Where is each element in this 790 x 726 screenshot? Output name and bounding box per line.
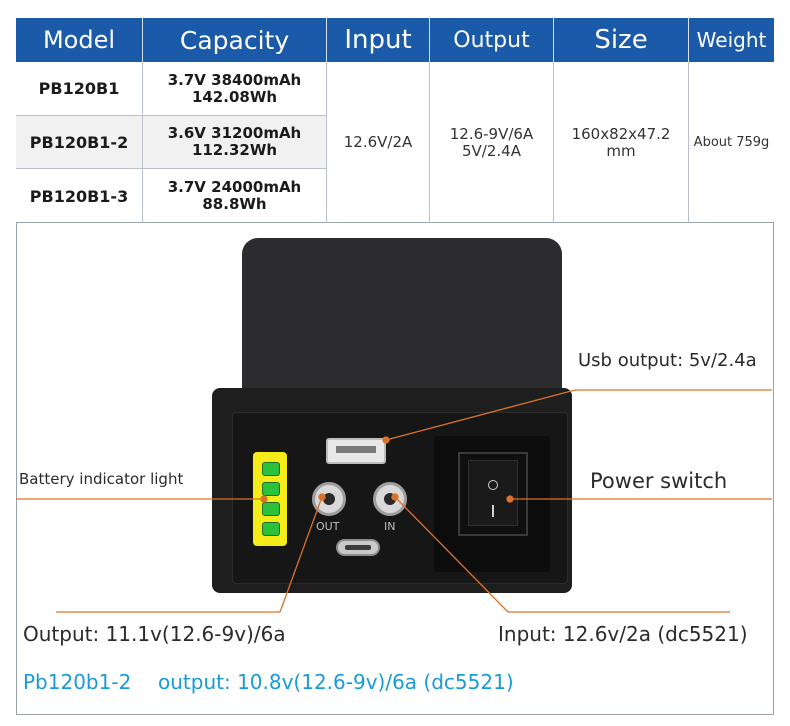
capacity-cell: 3.7V 24000mAh 88.8Wh bbox=[143, 169, 327, 223]
dc-out-pin bbox=[323, 493, 335, 505]
header-model: Model bbox=[16, 18, 143, 62]
switch-off-symbol-icon bbox=[488, 480, 498, 490]
output-line-1: 12.6-9V/6A bbox=[449, 124, 534, 143]
dc-in-port-icon bbox=[373, 482, 407, 516]
header-size: Size bbox=[554, 18, 689, 62]
dc-input-callout: Input: 12.6v/2a (dc5521) bbox=[498, 622, 748, 646]
input-cell: 12.6V/2A bbox=[327, 62, 430, 223]
model-cell: PB120B1 bbox=[16, 62, 143, 116]
header-capacity: Capacity bbox=[143, 18, 327, 62]
led-icon bbox=[262, 522, 280, 536]
capacity-voltage: 3.7V 24000mAh bbox=[167, 178, 302, 196]
size-line-1: 160x82x47.2 bbox=[571, 124, 671, 143]
led-icon bbox=[262, 502, 280, 516]
capacity-energy: 142.08Wh bbox=[191, 87, 278, 106]
power-switch-callout: Power switch bbox=[590, 469, 728, 493]
dc-out-port-icon bbox=[312, 482, 346, 516]
power-bank-top bbox=[242, 238, 562, 388]
port-out-label: OUT bbox=[316, 520, 340, 533]
usb-a-port-icon bbox=[326, 438, 386, 464]
capacity-voltage: 3.7V 38400mAh bbox=[167, 70, 302, 89]
port-in-label: IN bbox=[384, 520, 396, 533]
header-output: Output bbox=[430, 18, 554, 62]
header-input: Input bbox=[327, 18, 430, 62]
footnote-model: Pb120b1-2 bbox=[23, 670, 132, 694]
weight-cell: About 759g bbox=[693, 135, 770, 150]
spec-table: Model Capacity Input Output Size Weight … bbox=[16, 18, 774, 223]
led-icon bbox=[262, 462, 280, 476]
usb-c-port-icon bbox=[336, 539, 380, 556]
size-line-2: mm bbox=[606, 141, 636, 160]
capacity-cell: 3.7V 38400mAh 142.08Wh bbox=[143, 62, 327, 116]
capacity-cell: 3.6V 31200mAh 112.32Wh bbox=[143, 116, 327, 169]
output-cell: 12.6-9V/6A 5V/2.4A bbox=[430, 62, 554, 223]
battery-indicator-icon bbox=[253, 452, 287, 546]
dc-in-pin bbox=[384, 493, 396, 505]
usb-output-callout: Usb output: 5v/2.4a bbox=[578, 350, 757, 371]
size-cell: 160x82x47.2 mm bbox=[554, 62, 689, 223]
header-weight: Weight bbox=[689, 18, 774, 62]
spec-table-body: PB120B1 3.7V 38400mAh 142.08Wh PB120B1-2… bbox=[16, 62, 774, 223]
output-line-2: 5V/2.4A bbox=[462, 141, 521, 160]
battery-indicator-callout: Battery indicator light bbox=[19, 470, 184, 488]
footnote-text: output: 10.8v(12.6-9v)/6a (dc5521) bbox=[158, 670, 514, 694]
usb-a-tongue bbox=[336, 446, 376, 453]
product-image-frame bbox=[16, 222, 774, 715]
capacity-energy: 112.32Wh bbox=[191, 141, 278, 159]
usb-c-tongue bbox=[345, 545, 371, 550]
led-icon bbox=[262, 482, 280, 496]
dc-output-callout: Output: 11.1v(12.6-9v)/6a bbox=[23, 622, 286, 646]
model-cell: PB120B1-2 bbox=[16, 116, 143, 169]
switch-on-symbol-icon bbox=[492, 505, 494, 517]
model-cell: PB120B1-3 bbox=[16, 169, 143, 223]
capacity-energy: 88.8Wh bbox=[202, 195, 267, 213]
capacity-voltage: 3.6V 31200mAh bbox=[167, 124, 302, 142]
